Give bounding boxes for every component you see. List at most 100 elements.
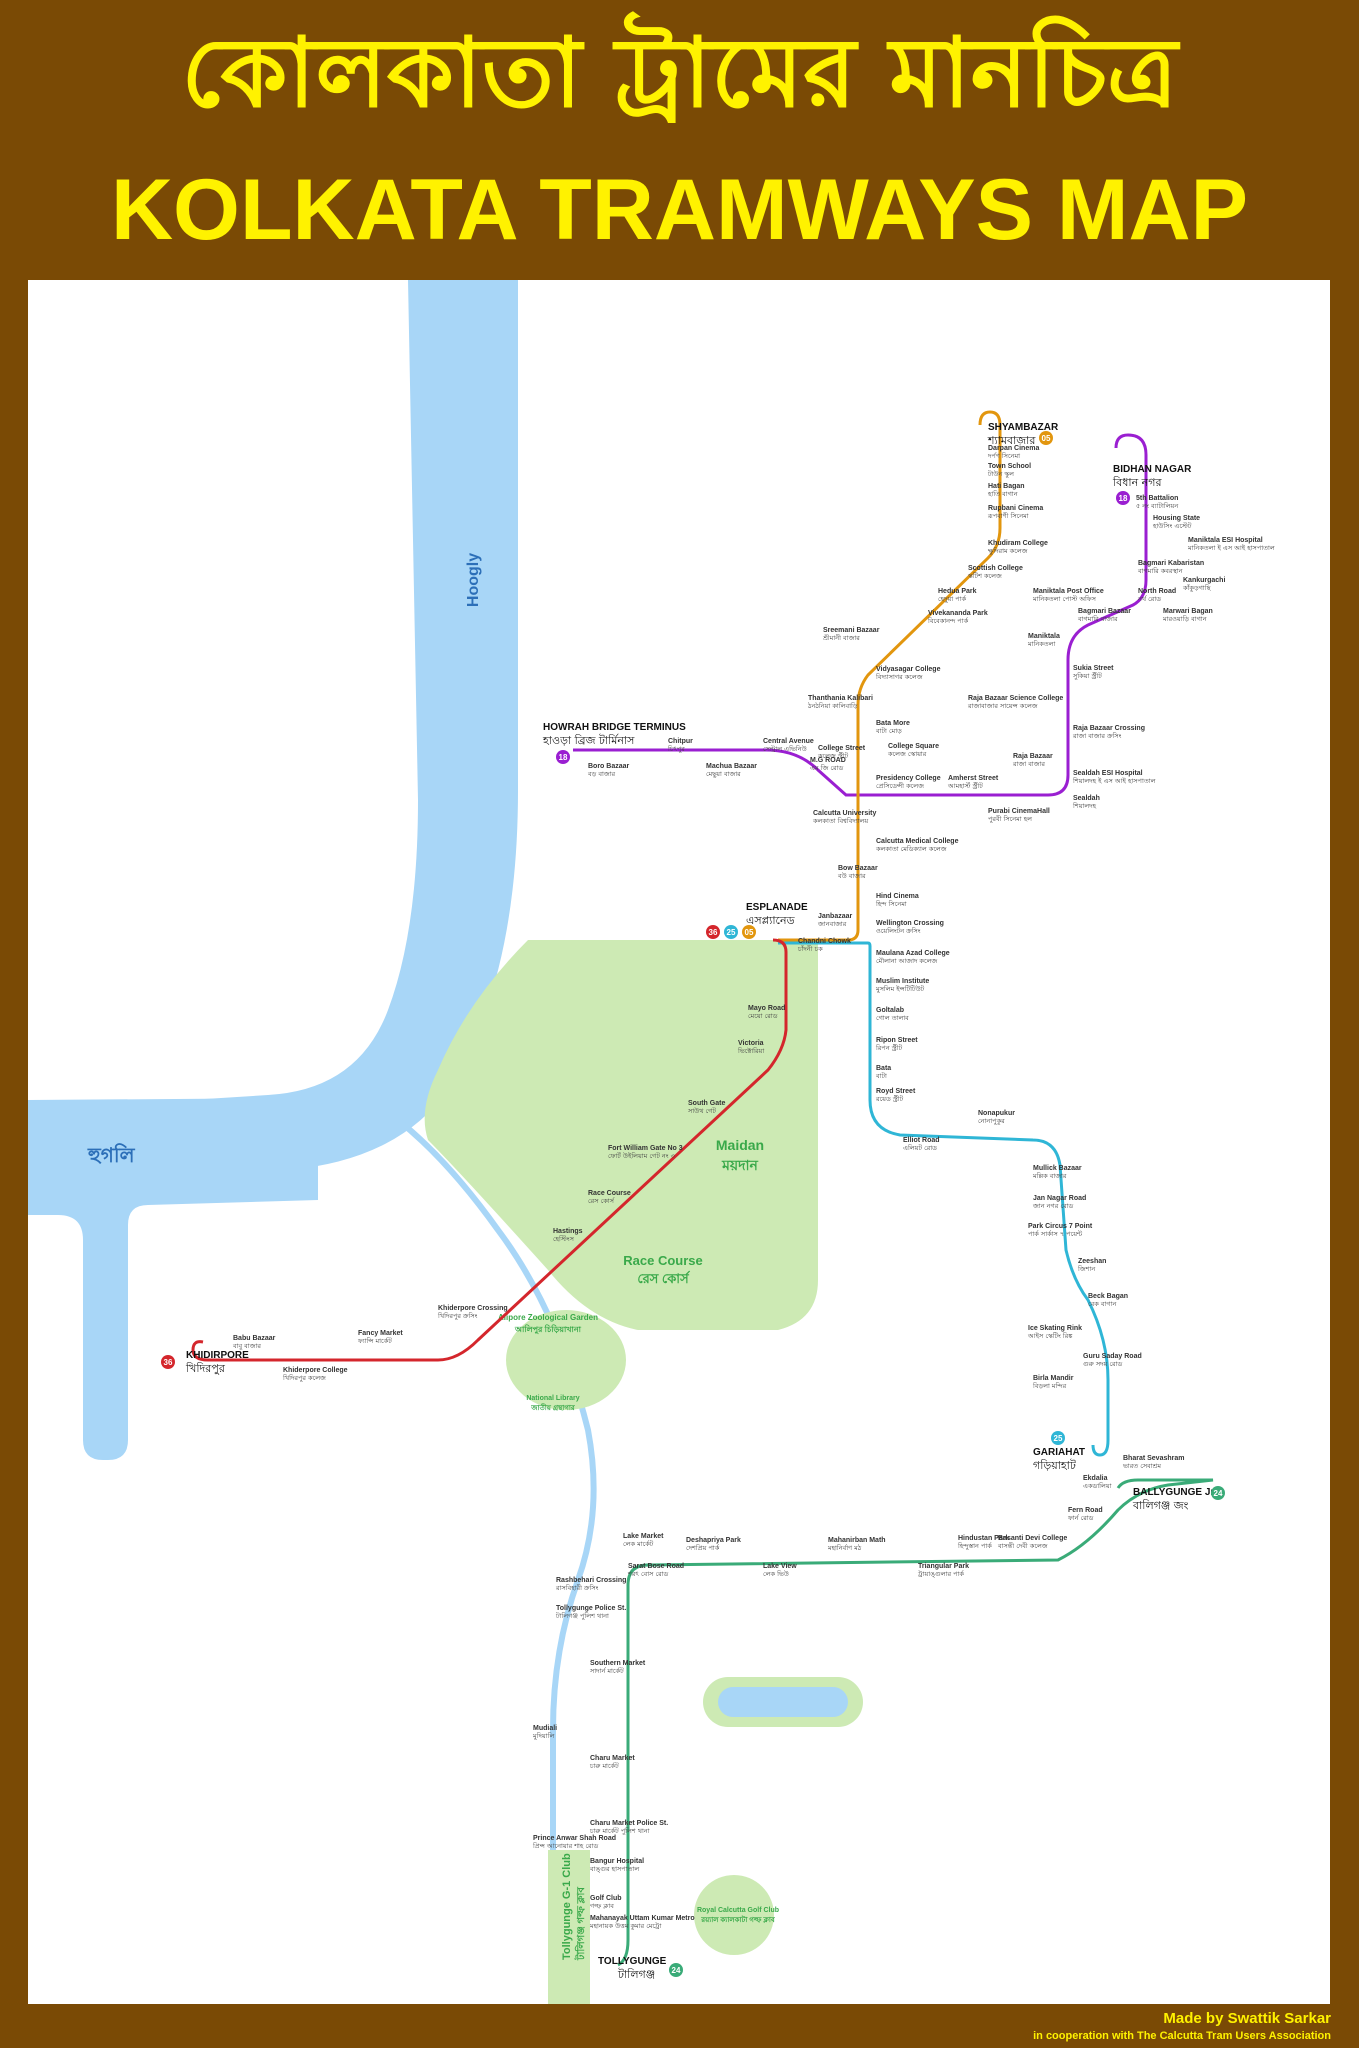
terminal-bidhan-nagar[interactable]: BIDHAN NAGAR বিধান নগর 18 — [1112, 464, 1192, 505]
terminal-esplanade[interactable]: ESPLANADE এসপ্ল্যানেড 36 25 05 — [706, 902, 808, 939]
terminal-khidirpore[interactable]: KHIDIRPORE খিদিরপুর 36 — [161, 1350, 249, 1375]
terminal-ballygunge[interactable]: BALLYGUNGE Jn. বালিগঞ্জ জং 24 — [1132, 1486, 1225, 1512]
terminal-gariahat[interactable]: GARIAHAT গড়িয়াহাট 25 — [1033, 1431, 1085, 1472]
station-charu-market-police-st-[interactable]: Charu Market Police St.চারু মার্কেট পুলি… — [589, 1820, 668, 1835]
terminal-shyambazar[interactable]: SHYAMBAZAR শ্যামবাজার 05 — [987, 422, 1059, 447]
terminal-tollygunge[interactable]: TOLLYGUNGE টালিগঞ্জ 24 — [598, 1956, 683, 1981]
map-panel[interactable]: Hoogly হুগলি Maidan ময়দান Race Course র… — [28, 280, 1330, 2004]
station-tollygunge-police-st-[interactable]: Tollygunge Police St.টালিগঞ্জ পুলিশ থানা — [555, 1605, 626, 1620]
map-canvas[interactable]: Hoogly হুগলি Maidan ময়দান Race Course র… — [28, 280, 1330, 2004]
terminal-howrah-bridge[interactable]: HOWRAH BRIDGE TERMINUS হাওড়া ব্রিজ টার্… — [542, 722, 686, 764]
station-fort-william-gate-no-3[interactable]: Fort William Gate No 3ফোর্ট উইলিয়াম গেট… — [608, 1145, 683, 1160]
